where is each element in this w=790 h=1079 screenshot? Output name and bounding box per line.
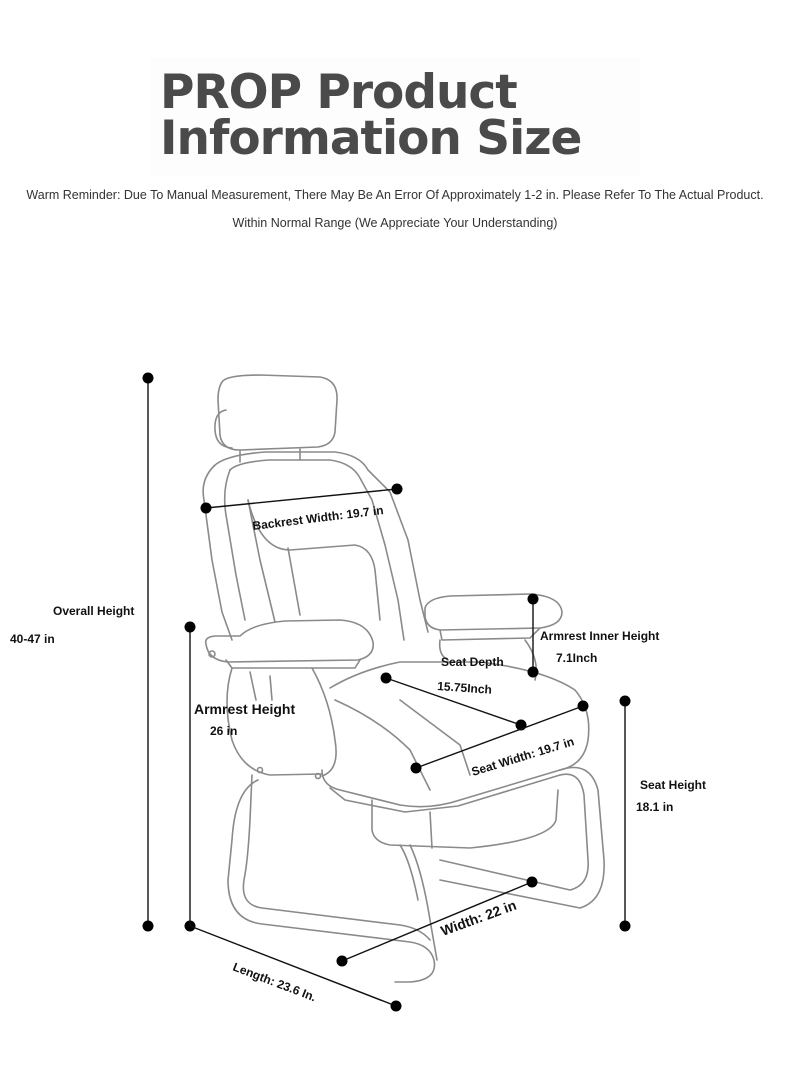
title-line-1: PROP Product [160,65,518,120]
title-block: PROP Product Information Size [150,58,640,176]
seat-depth-value: 15.75Inch [437,679,493,697]
backrest-width-left-dot [200,502,212,514]
width-label: Width: 22 in [439,897,519,939]
armrest-inner-height-value: 7.1Inch [556,651,597,665]
backrest-width-line [205,488,398,509]
overall-height-value: 40-47 in [10,632,55,646]
width-line [341,881,533,962]
warm-reminder-text: Warm Reminder: Due To Manual Measurement… [26,188,764,202]
chair-illustration [202,374,605,983]
overall-height-bottom-dot [142,920,154,932]
seat-depth-line [385,677,522,726]
armrest-inner-height-label: Armrest Inner Height [540,629,659,643]
armrest-inner-height-bottom-dot [527,666,539,678]
length-label: Length: 23.6 In. [231,960,318,1005]
dimension-labels: Overall Height 40-47 in Armrest Height 2… [10,503,706,1004]
dimension-lines [142,372,631,1012]
backrest-width-label: Backrest Width: 19.7 in [252,503,385,533]
title-line-2: Information Size [160,111,582,166]
seat-height-top-dot [619,695,631,707]
width-left-dot [336,955,348,967]
seat-width-left-dot [410,762,422,774]
armrest-height-top-dot [184,621,196,633]
armrest-height-label: Armrest Height [194,701,295,717]
seat-width-line [415,705,584,769]
width-right-dot [526,876,538,888]
warm-reminder-subtext: Within Normal Range (We Appreciate Your … [232,216,558,230]
length-end-dot [390,1000,402,1012]
page-title: PROP Product Information Size [160,65,582,166]
overall-height-top-dot [142,372,154,384]
armrest-height-value: 26 in [210,724,237,738]
seat-depth-back-dot [380,672,392,684]
seat-width-right-dot [577,700,589,712]
seat-depth-label: Seat Depth [441,655,504,669]
seat-width-label: Seat Width: 19.7 in [470,734,576,779]
backrest-width-right-dot [391,483,403,495]
overall-height-label: Overall Height [53,604,134,618]
length-line [189,925,397,1007]
armrest-inner-height-top-dot [527,593,539,605]
seat-height-bottom-dot [619,920,631,932]
seat-height-label: Seat Height [640,778,706,792]
seat-height-value: 18.1 in [636,800,673,814]
